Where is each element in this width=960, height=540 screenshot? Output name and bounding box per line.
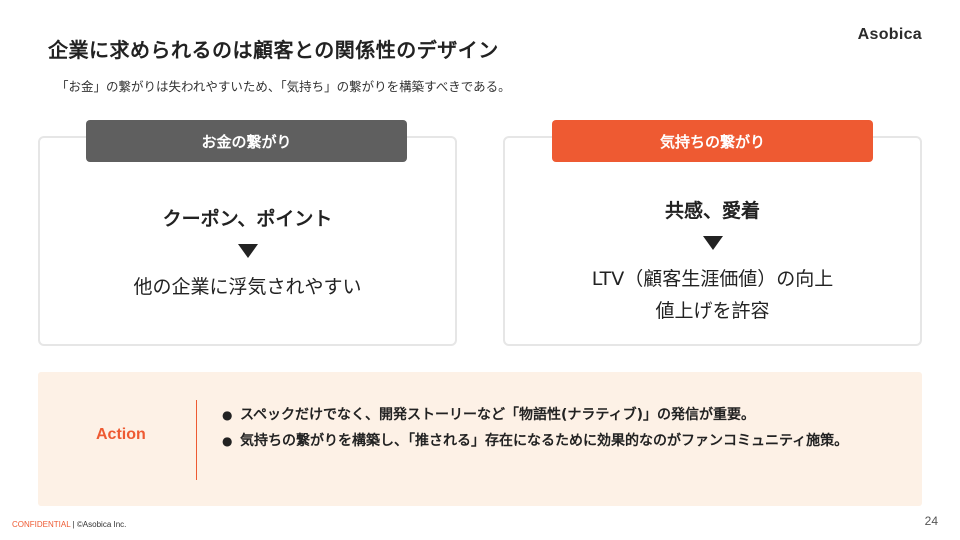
money-connection-heading: お金の繋がり — [86, 120, 407, 162]
bullet-icon: ● — [222, 408, 233, 422]
page-number: 24 — [924, 514, 938, 528]
slide-subtitle: 「お金」の繋がりは失われやすいため、「気持ち」の繋がりを構築すべきである。 — [56, 79, 511, 94]
action-item-text: スペックだけでなく、開発ストーリーなど「物語性(ナラティブ)」の発信が重要。 — [240, 407, 755, 423]
action-item: ● スペックだけでなく、開発ストーリーなど「物語性(ナラティブ)」の発信が重要。 — [220, 402, 910, 428]
money-connection-result: 他の企業に浮気されやすい — [133, 276, 362, 298]
action-item-text: 気持ちの繋がりを構築し、「推される」存在になるために効果的なのがファンコミュニテ… — [240, 433, 849, 449]
bullet-icon: ● — [222, 434, 233, 448]
money-connection-cause: クーポン、ポイント — [162, 208, 333, 230]
feeling-connection-content: 共感、愛着 LTV（顧客生涯価値）の向上 値上げを許容 — [503, 196, 922, 327]
footer: CONFIDENTIAL | ©Asobica Inc. — [12, 520, 126, 529]
asobica-logo: Asobica — [857, 26, 922, 43]
action-item: ● 気持ちの繋がりを構築し、「推される」存在になるために効果的なのがファンコミュ… — [220, 428, 910, 454]
feeling-connection-cause: 共感、愛着 — [664, 200, 760, 222]
action-box — [38, 372, 922, 506]
down-arrow-icon — [237, 244, 258, 258]
feeling-connection-result-ltv: LTV（顧客生涯価値）の向上 — [591, 268, 834, 290]
footer-separator: | — [70, 520, 77, 529]
action-label: Action — [96, 426, 146, 443]
money-connection-content: クーポン、ポイント 他の企業に浮気されやすい — [38, 204, 457, 303]
slide-title: 企業に求められるのは顧客との関係性のデザイン — [48, 38, 499, 62]
confidential-label: CONFIDENTIAL — [12, 520, 71, 529]
action-divider — [196, 400, 197, 480]
copyright: ©Asobica Inc. — [76, 520, 127, 529]
down-arrow-icon — [702, 236, 723, 250]
action-list: ● スペックだけでなく、開発ストーリーなど「物語性(ナラティブ)」の発信が重要。… — [220, 402, 910, 454]
feeling-connection-heading: 気持ちの繋がり — [552, 120, 873, 162]
money-connection-card — [38, 136, 457, 346]
feeling-connection-result-price: 値上げを許容 — [655, 300, 770, 322]
